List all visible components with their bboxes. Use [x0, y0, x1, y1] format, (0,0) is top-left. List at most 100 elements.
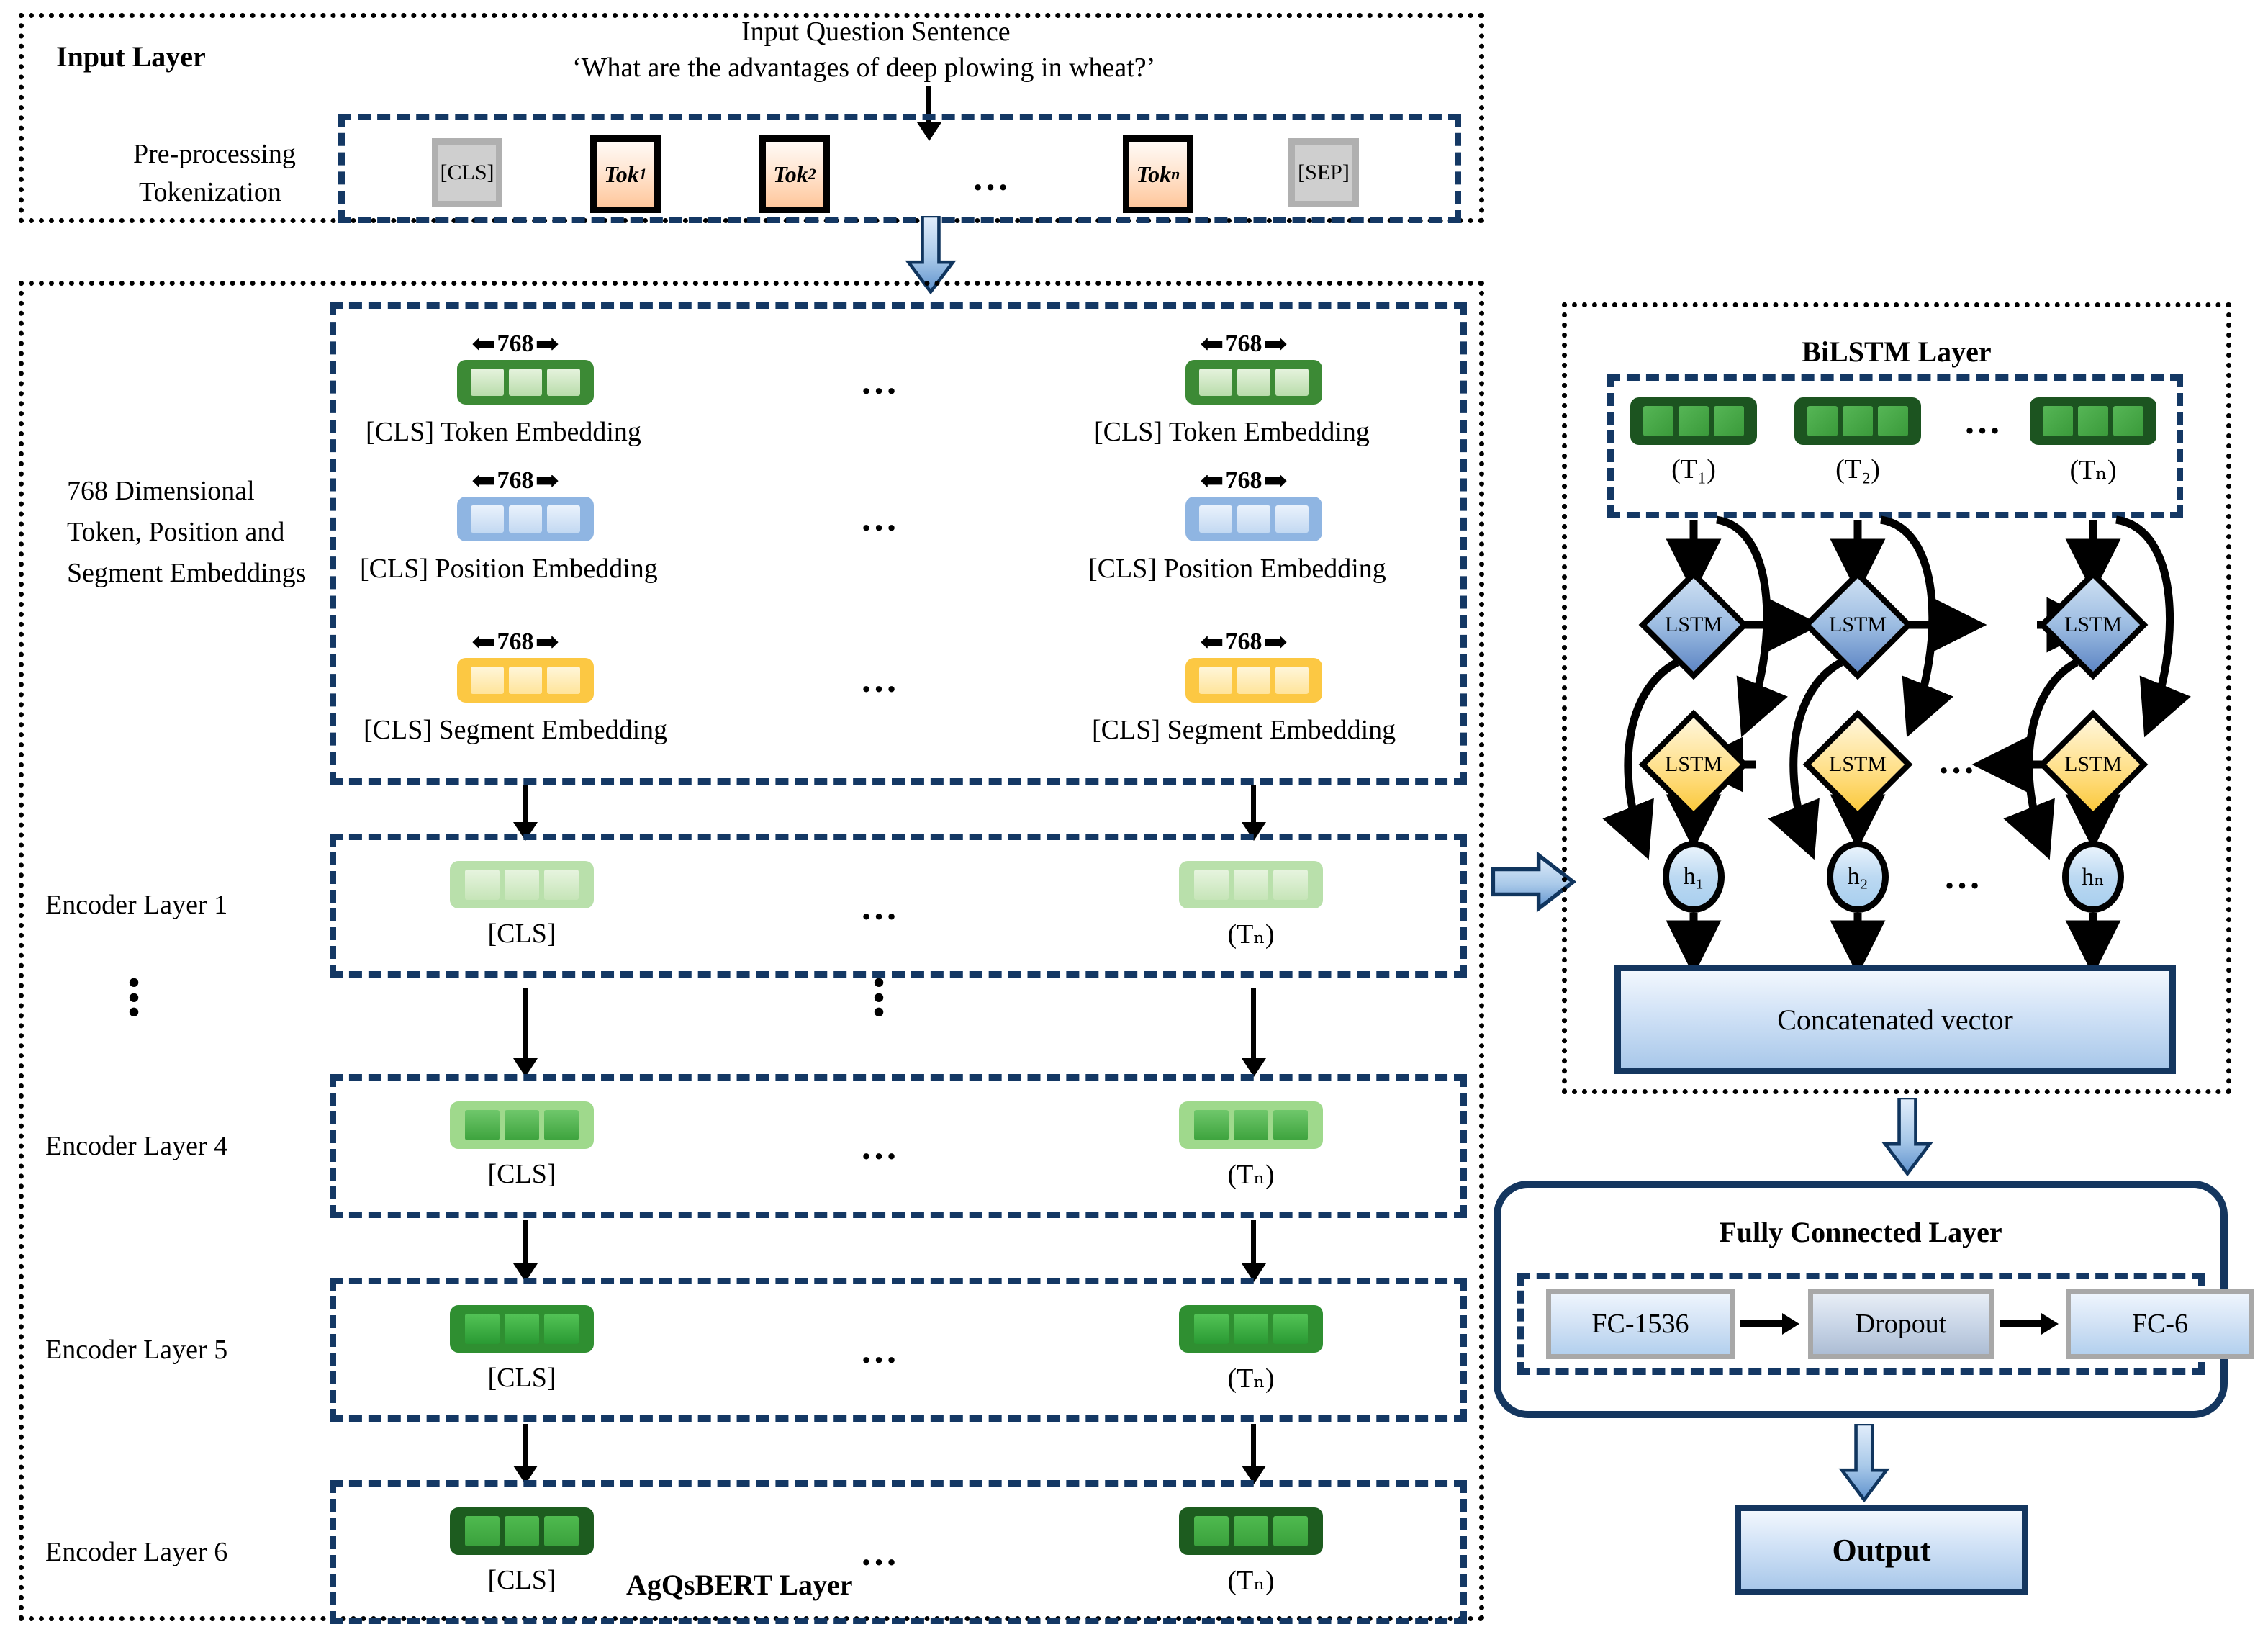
enc1-to-enc4-line-left	[523, 988, 528, 1065]
embedding-block-token-left[interactable]	[457, 360, 594, 405]
fc-block-label: FC-1536	[1591, 1309, 1689, 1339]
embedding-cell	[2043, 406, 2073, 436]
dim-measure-value: 768	[1225, 467, 1262, 494]
embedding-cell	[1234, 870, 1268, 900]
output-box[interactable]: Output	[1735, 1505, 2028, 1595]
hidden-state-h1[interactable]: h₁	[1663, 841, 1725, 913]
hidden-state-hn[interactable]: hₙ	[2062, 841, 2124, 913]
bilstm-forward-cell-1[interactable]: LSTM	[1638, 569, 1749, 680]
bert-to-bilstm-arrow	[1490, 849, 1577, 918]
embedding-cell	[509, 505, 542, 533]
encoder-5-block-cls[interactable]	[450, 1305, 594, 1353]
input-layer-title: Input Layer	[56, 40, 206, 73]
embedding-cell	[1275, 667, 1309, 694]
concatenated-vector-box[interactable]: Concatenated vector	[1614, 965, 2176, 1074]
hidden-state-h2[interactable]: h₂	[1827, 841, 1889, 913]
arrow-left-icon: ⬅	[471, 464, 496, 497]
embedding-block-position-left[interactable]	[457, 497, 594, 541]
embedding-cell	[547, 505, 580, 533]
bilstm-input-box	[1607, 374, 2183, 518]
encoder-6-block-tn[interactable]	[1179, 1507, 1323, 1555]
encoder-1-block-cls[interactable]	[450, 861, 594, 908]
bilstm-input-ellipsis: …	[1964, 401, 2005, 442]
bilstm-backward-cell-2[interactable]: LSTM	[1802, 709, 1913, 820]
arrow-right-icon: ➡	[535, 464, 560, 497]
embedding-block-token-right[interactable]	[1185, 360, 1322, 405]
encoder-5-block-tn[interactable]	[1179, 1305, 1323, 1353]
fc-block-label: Dropout	[1855, 1309, 1947, 1339]
arrow-left-icon: ⬅	[471, 626, 496, 658]
embeddings-box	[330, 302, 1467, 785]
arrow-left-icon: ⬅	[1199, 328, 1224, 360]
sentence-to-token-arrowhead	[917, 122, 941, 141]
embedding-block-segment-left[interactable]	[457, 658, 594, 703]
embedding-cell	[1275, 505, 1309, 533]
hidden-state-label: h₂	[1847, 863, 1869, 890]
bilstm-forward-ellipsis: …	[1938, 601, 1979, 642]
enc5-to-enc6-line-left	[523, 1424, 528, 1471]
encoder-6-label-cls: [CLS]	[487, 1565, 556, 1595]
encoder-6-block-cls[interactable]	[450, 1507, 594, 1555]
bilstm-backward-cell-label: LSTM	[1664, 752, 1723, 776]
encoder-layer-6-box	[330, 1480, 1467, 1624]
bilstm-backward-cell-label: LSTM	[2064, 752, 2123, 776]
encoder-4-block-tn[interactable]	[1179, 1101, 1323, 1149]
embedding-cell	[465, 1516, 500, 1546]
embedding-cell	[465, 1314, 500, 1344]
bilstm-token-block-t2[interactable]	[1794, 397, 1921, 445]
bilstm-input-label-t1: (T₁)	[1671, 454, 1716, 484]
arrow-right-icon: ➡	[535, 328, 560, 360]
embeddings-side-label-line2: Token, Position and	[67, 517, 285, 547]
embedding-label-segment-left: [CLS] Segment Embedding	[363, 715, 668, 745]
embedding-block-segment-right[interactable]	[1185, 658, 1322, 703]
bilstm-token-block-t1[interactable]	[1630, 397, 1757, 445]
dim-measure-segment-left: ⬅ 768 ➡	[445, 628, 586, 657]
token-chip-subscript: n	[1171, 165, 1180, 183]
hidden-state-ellipsis: …	[1943, 856, 1984, 897]
fc-block-fc1536[interactable]: FC-1536	[1546, 1289, 1735, 1359]
bilstm-backward-cell-label: LSTM	[1828, 752, 1887, 776]
bilstm-token-block-tn[interactable]	[2030, 397, 2156, 445]
bilstm-backward-cell-1[interactable]: LSTM	[1638, 709, 1749, 820]
arrow-left-icon: ⬅	[1199, 464, 1224, 497]
encoder-4-block-cls[interactable]	[450, 1101, 594, 1149]
embeddings-row1-ellipsis: …	[860, 361, 901, 402]
embedding-cell	[465, 1110, 500, 1140]
bilstm-layer-title: BiLSTM Layer	[1802, 335, 1992, 368]
bilstm-to-fc-arrow	[1868, 1096, 1947, 1181]
embedding-cell	[1273, 870, 1308, 900]
bilstm-backward-cell-n[interactable]: LSTM	[2038, 709, 2149, 820]
embedding-block-position-right[interactable]	[1185, 497, 1322, 541]
arrow-right-icon: ➡	[535, 626, 560, 658]
fully-connected-title: Fully Connected Layer	[1719, 1216, 2002, 1248]
enc1-to-enc4-arrowhead-left	[513, 1058, 538, 1077]
token-chip-sep[interactable]: [SEP]	[1288, 138, 1359, 207]
embedding-cell	[1234, 1314, 1268, 1344]
fc-block-fc6[interactable]: FC-6	[2066, 1289, 2254, 1359]
token-chip-cls[interactable]: [CLS]	[432, 138, 502, 207]
encoder-layer-4-box	[330, 1074, 1467, 1218]
fc-block-dropout[interactable]: Dropout	[1808, 1289, 1994, 1359]
token-chip-label: Tok	[1136, 161, 1172, 187]
embedding-cell	[544, 870, 579, 900]
embedding-cell	[544, 1314, 579, 1344]
embedding-cell	[1843, 406, 1873, 436]
dropout-to-fc6-line	[2000, 1320, 2043, 1327]
embedding-cell	[465, 870, 500, 900]
embeddings-to-enc1-line-left	[523, 785, 528, 828]
token-chip-subscript: 2	[808, 165, 816, 183]
bilstm-forward-cell-2[interactable]: LSTM	[1802, 569, 1913, 680]
token-chip-label: Tok	[773, 161, 808, 187]
encoder-layer-4-title: Encoder Layer 4	[45, 1131, 228, 1161]
encoder-1-block-tn[interactable]	[1179, 861, 1323, 908]
embedding-cell	[544, 1110, 579, 1140]
bilstm-forward-cell-n[interactable]: LSTM	[2038, 569, 2149, 680]
embedding-cell	[1237, 369, 1270, 396]
dim-measure-position-right: ⬅ 768 ➡	[1173, 466, 1314, 495]
embedding-cell	[471, 505, 504, 533]
embedding-cell	[1234, 1110, 1268, 1140]
encoder-layer-6-title: Encoder Layer 6	[45, 1537, 228, 1567]
